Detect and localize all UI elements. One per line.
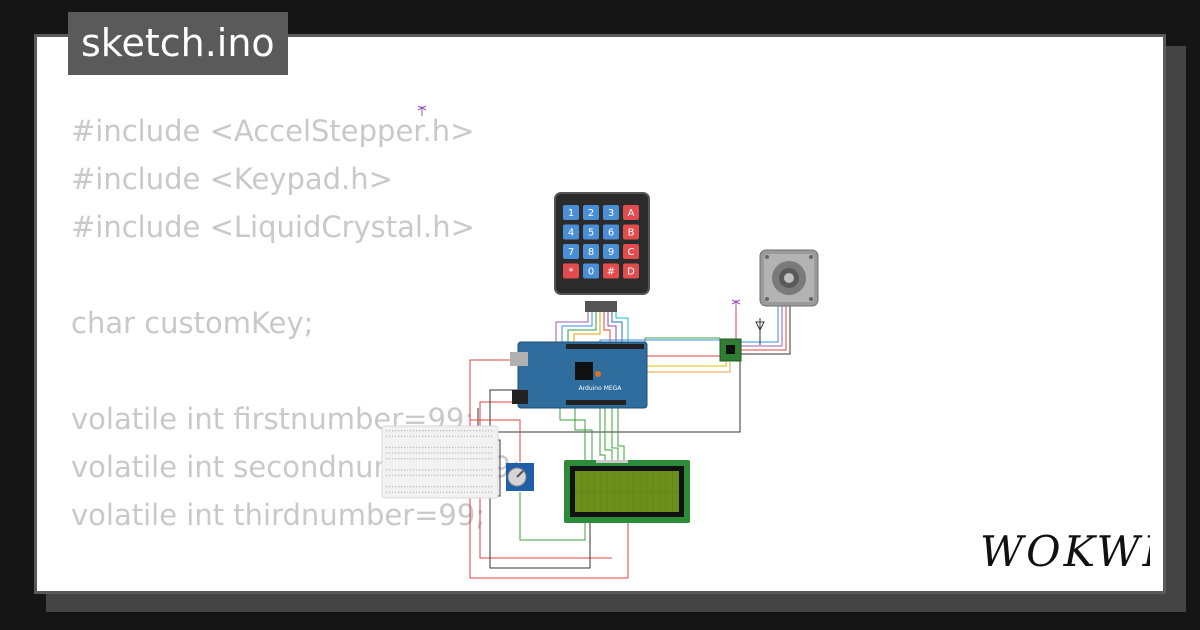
code-line: #include <Keypad.h> <box>71 162 393 196</box>
keypad-key-label: C <box>628 247 635 258</box>
brand-name: WOKWI <box>980 528 1150 576</box>
lcd-16x2[interactable] <box>564 460 690 523</box>
keypad-key[interactable]: 1 <box>563 205 579 220</box>
keypad-key-label: 3 <box>608 208 614 219</box>
keypad-4x4[interactable]: 1 2 3 A 4 5 6 B 7 8 9 C * 0 # D <box>554 192 650 312</box>
keypad-key-label: 8 <box>588 247 594 258</box>
keypad-key-label: A <box>628 208 635 219</box>
keypad-key[interactable]: C <box>623 244 639 259</box>
keypad-key-label: 4 <box>568 228 574 239</box>
keypad-key-label: 0 <box>588 267 594 278</box>
keypad-key[interactable]: 3 <box>603 205 619 220</box>
keypad-key-label: 2 <box>588 208 594 219</box>
keypad-key[interactable]: 8 <box>583 244 599 259</box>
keypad-key-label: 9 <box>608 247 614 258</box>
keypad-key[interactable]: 4 <box>563 224 579 240</box>
stepper-motor[interactable] <box>759 249 819 307</box>
keypad-key[interactable]: 9 <box>603 244 619 259</box>
keypad-key[interactable]: 0 <box>583 263 599 279</box>
potentiometer[interactable] <box>506 463 534 491</box>
breadboard <box>381 425 499 499</box>
wokwi-logo: WOKWI <box>978 527 1159 580</box>
keypad-key-label: 5 <box>588 228 594 239</box>
keypad-key[interactable]: A <box>623 205 639 220</box>
keypad-key[interactable]: 2 <box>583 205 599 220</box>
keypad-key-label: * <box>569 267 574 278</box>
code-line: #include <LiquidCrystal.h> <box>71 210 475 244</box>
keypad-key[interactable]: B <box>623 224 639 240</box>
stepper-driver[interactable] <box>719 338 742 362</box>
code-line: volatile int thirdnumber=99; <box>71 498 486 532</box>
filename-tab[interactable]: sketch.ino <box>68 12 288 75</box>
keypad-key[interactable]: # <box>603 263 619 279</box>
keypad-key-label: B <box>628 228 635 239</box>
keypad-key[interactable]: 5 <box>583 224 599 240</box>
antenna-symbol <box>417 105 741 312</box>
code-line: #include <AccelStepper.h> <box>71 114 475 148</box>
keypad-key[interactable]: * <box>563 263 579 279</box>
ground-symbol <box>755 318 765 332</box>
arduino-label: Arduino MEGA <box>579 385 623 392</box>
keypad-key-label: D <box>627 267 635 278</box>
code-line: char customKey; <box>71 306 314 340</box>
keypad-key[interactable]: 6 <box>603 224 619 240</box>
keypad-key[interactable]: D <box>623 263 639 279</box>
arduino-mega-board[interactable]: Arduino MEGA <box>510 341 648 409</box>
keypad-key-label: 7 <box>568 247 574 258</box>
keypad-key[interactable]: 7 <box>563 244 579 259</box>
keypad-key-label: 6 <box>608 228 614 239</box>
keypad-key-label: 1 <box>568 208 574 219</box>
keypad-key-label: # <box>607 267 615 278</box>
code-block: #include <AccelStepper.h> #include <Keypa… <box>71 107 521 591</box>
